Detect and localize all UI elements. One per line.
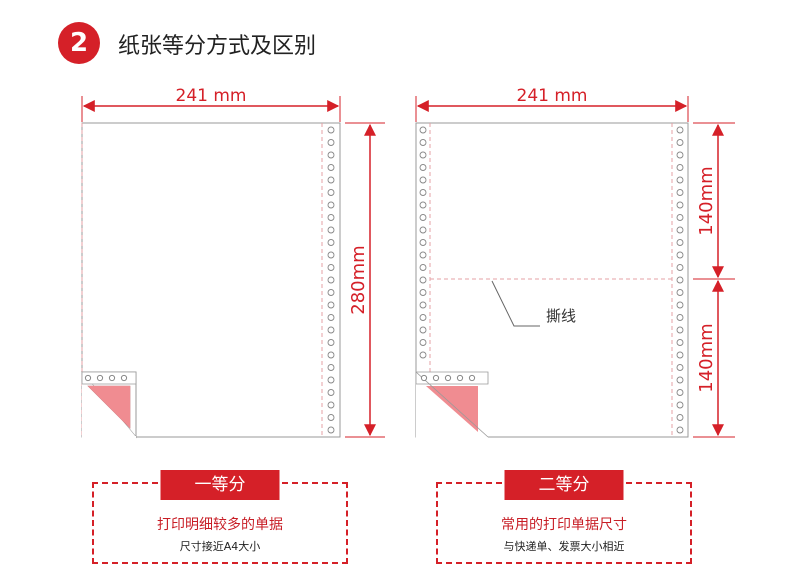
feed-hole (419, 139, 427, 146)
option-tag: 一等分 (160, 470, 280, 500)
feed-hole (676, 301, 684, 309)
feed-hole (676, 164, 684, 171)
feed-hole (419, 164, 427, 171)
feed-hole (419, 201, 427, 209)
feed-hole (419, 176, 427, 184)
feed-hole (327, 401, 335, 409)
right-bottom-height-label: 140mm (696, 323, 717, 392)
feed-hole (327, 139, 335, 146)
feed-hole (419, 126, 427, 134)
feed-hole (676, 251, 684, 259)
feed-hole (419, 151, 427, 159)
feed-hole (676, 226, 684, 234)
feed-hole (419, 314, 427, 321)
feed-hole (327, 201, 335, 209)
feed-hole (419, 214, 427, 221)
feed-hole (419, 289, 427, 296)
feed-hole (676, 401, 684, 409)
tractor-holes-right (327, 126, 335, 434)
feed-hole (327, 151, 335, 159)
feed-hole (327, 326, 335, 334)
feed-hole (327, 239, 335, 246)
feed-hole (419, 351, 427, 359)
tractor-holes-left (419, 126, 427, 359)
single-part-sheet: 241 mm 280mm (80, 86, 385, 439)
feed-hole (676, 176, 684, 184)
feed-hole (676, 414, 684, 421)
paper-division-diagram: 241 mm 280mm 撕线 241 (80, 86, 735, 439)
feed-hole (327, 189, 335, 196)
feed-hole (419, 251, 427, 259)
feed-hole (676, 376, 684, 384)
feed-hole (327, 164, 335, 171)
feed-hole (327, 176, 335, 184)
feed-hole (676, 151, 684, 159)
feed-hole (676, 189, 684, 196)
page-title: 纸张等分方式及区别 (118, 34, 317, 59)
curled-corner (80, 371, 137, 439)
option-two-part: 二等分 常用的打印单据尺寸 与快递单、发票大小相近 (436, 470, 692, 564)
feed-hole (327, 414, 335, 421)
feed-hole (327, 351, 335, 359)
feed-hole (676, 139, 684, 146)
feed-hole (676, 289, 684, 296)
feed-hole (327, 376, 335, 384)
left-width-label: 241 mm (176, 86, 247, 106)
feed-hole (327, 126, 335, 134)
feed-hole (419, 301, 427, 309)
feed-hole (327, 276, 335, 284)
option-note: 尺寸接近A4大小 (179, 540, 261, 553)
feed-hole (327, 364, 335, 371)
tear-pointer (491, 280, 540, 327)
feed-hole (419, 264, 427, 271)
feed-hole (676, 276, 684, 284)
option-tag: 二等分 (504, 470, 624, 500)
feed-hole (327, 389, 335, 396)
feed-hole (676, 239, 684, 246)
feed-hole (327, 226, 335, 234)
tear-line-label: 撕线 (546, 307, 576, 325)
option-single-part: 一等分 打印明细较多的单据 尺寸接近A4大小 (92, 470, 348, 564)
feed-hole (419, 326, 427, 334)
feed-hole (419, 189, 427, 196)
step-number-badge: 2 (58, 22, 100, 64)
feed-hole (676, 314, 684, 321)
right-width-label: 241 mm (517, 86, 588, 106)
feed-hole (676, 351, 684, 359)
feed-hole (419, 226, 427, 234)
feed-hole (676, 201, 684, 209)
feed-hole (676, 126, 684, 134)
feed-hole (419, 239, 427, 246)
feed-hole (327, 214, 335, 221)
feed-hole (676, 264, 684, 271)
two-part-sheet: 撕线 241 mm 140mm 140mm (415, 86, 735, 438)
feed-hole (676, 426, 684, 434)
option-description: 常用的打印单据尺寸 (501, 517, 627, 533)
feed-hole (327, 339, 335, 346)
feed-hole (676, 364, 684, 371)
feed-hole (676, 389, 684, 396)
feed-hole (676, 214, 684, 221)
feed-hole (327, 264, 335, 271)
feed-hole (327, 251, 335, 259)
feed-hole (676, 339, 684, 346)
option-note: 与快递单、发票大小相近 (503, 540, 625, 553)
option-description: 打印明细较多的单据 (157, 517, 283, 533)
feed-hole (419, 276, 427, 284)
tractor-holes-right (676, 126, 684, 434)
left-height-label: 280mm (348, 245, 369, 314)
feed-hole (327, 426, 335, 434)
feed-hole (327, 301, 335, 309)
right-top-height-label: 140mm (696, 166, 717, 235)
feed-hole (327, 314, 335, 321)
curled-corner (415, 371, 489, 438)
feed-hole (676, 326, 684, 334)
feed-hole (419, 339, 427, 346)
feed-hole (327, 289, 335, 296)
